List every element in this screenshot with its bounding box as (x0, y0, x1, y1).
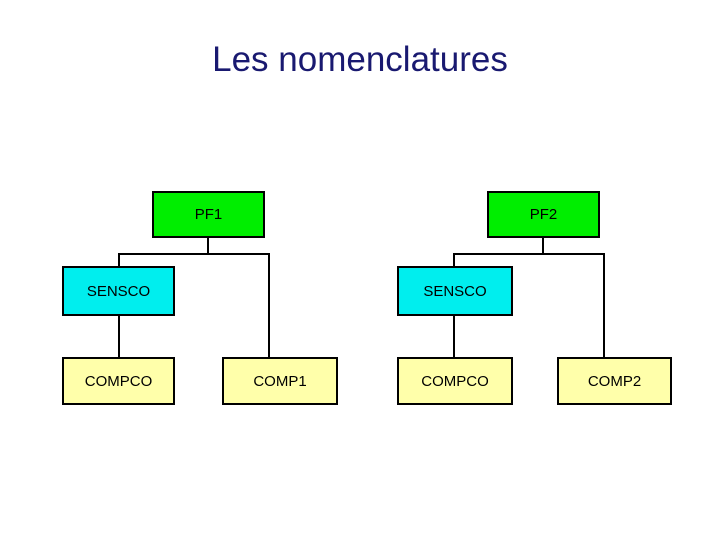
node-compco-left[interactable]: COMPCO (62, 357, 175, 405)
connector-pf1-to-sensco (118, 253, 120, 266)
connector-sensco-right-to-compco (453, 316, 455, 357)
connector-pf1-to-comp1 (268, 253, 270, 357)
node-pf1[interactable]: PF1 (152, 191, 265, 238)
node-sensco-right[interactable]: SENSCO (397, 266, 513, 316)
node-compco-right[interactable]: COMPCO (397, 357, 513, 405)
node-pf2[interactable]: PF2 (487, 191, 600, 238)
connector-sensco-left-to-compco (118, 316, 120, 357)
connector-pf2-to-sensco (453, 253, 455, 266)
node-comp2[interactable]: COMP2 (557, 357, 672, 405)
connector-pf2-branch-bar (453, 253, 605, 255)
page-title: Les nomenclatures (212, 40, 508, 79)
connector-pf1-branch-bar (118, 253, 270, 255)
node-sensco-left[interactable]: SENSCO (62, 266, 175, 316)
connector-pf2-to-comp2 (603, 253, 605, 357)
node-comp1[interactable]: COMP1 (222, 357, 338, 405)
connector-pf1-stub (207, 238, 209, 254)
connector-pf2-stub (542, 238, 544, 254)
